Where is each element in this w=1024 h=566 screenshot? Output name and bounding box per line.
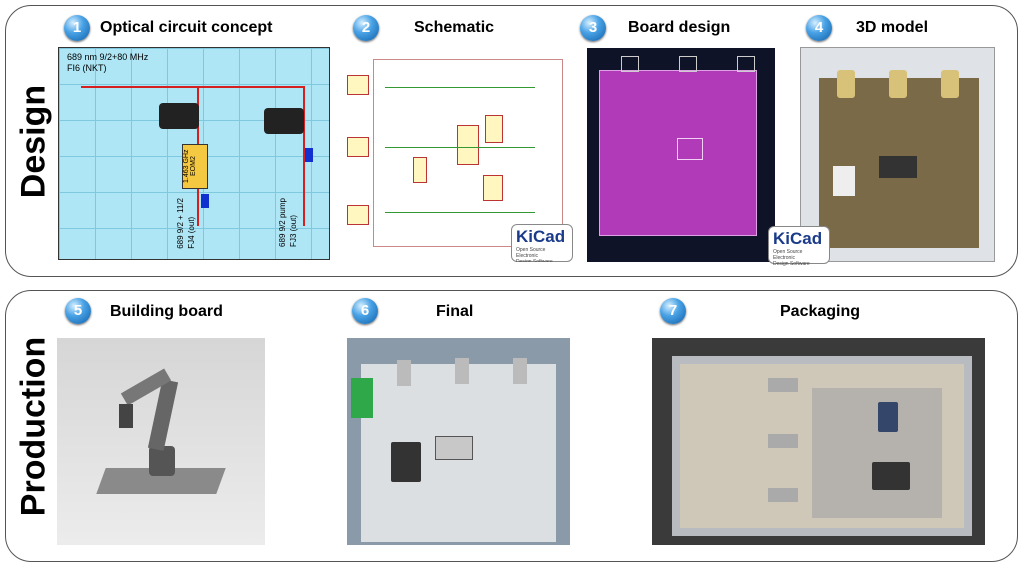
step-badge-1: 1	[64, 15, 90, 41]
design-label: Design	[14, 84, 53, 199]
step-badge-3: 3	[580, 15, 606, 41]
production-label: Production	[14, 336, 53, 517]
production-section: Production	[5, 290, 1018, 562]
eom2-label: EOM2	[190, 156, 197, 177]
step-badge-4: 4	[806, 15, 832, 41]
step-title-1: Optical circuit concept	[100, 19, 273, 36]
laser-label: 689 nm 9/2+80 MHz	[67, 52, 149, 62]
robot-arm-image	[57, 338, 265, 545]
3d-model-image	[800, 47, 995, 262]
output1-label: 689 9/2 + 11/2	[176, 198, 185, 249]
step-badge-7: 7	[660, 298, 686, 324]
step-title-5: Building board	[110, 303, 223, 320]
step-title-6: Final	[436, 303, 474, 320]
output2-label: 689 9/2 pump	[278, 198, 287, 247]
step-badge-2: 2	[353, 15, 379, 41]
step-title-2: Schematic	[414, 19, 495, 36]
board-design-image	[587, 48, 775, 262]
output2-port: FJ3 (out)	[289, 214, 298, 247]
packaging-photo	[652, 338, 985, 545]
step-title-3: Board design	[628, 19, 731, 36]
step-badge-5: 5	[65, 298, 91, 324]
design-section: Design	[5, 5, 1018, 277]
step-badge-6: 6	[352, 298, 378, 324]
final-board-photo	[347, 338, 570, 545]
step-title-4: 3D model	[856, 19, 929, 36]
fiber-label: FI6 (NKT)	[67, 63, 107, 73]
output1-port: FJ4 (out)	[187, 216, 196, 249]
eom2-freq: 1.463 GHz	[183, 149, 190, 184]
step-title-7: Packaging	[780, 303, 861, 320]
optical-circuit-diagram: 689 nm 9/2+80 MHz FI6 (NKT) 1.463 GHz EO…	[58, 47, 330, 260]
